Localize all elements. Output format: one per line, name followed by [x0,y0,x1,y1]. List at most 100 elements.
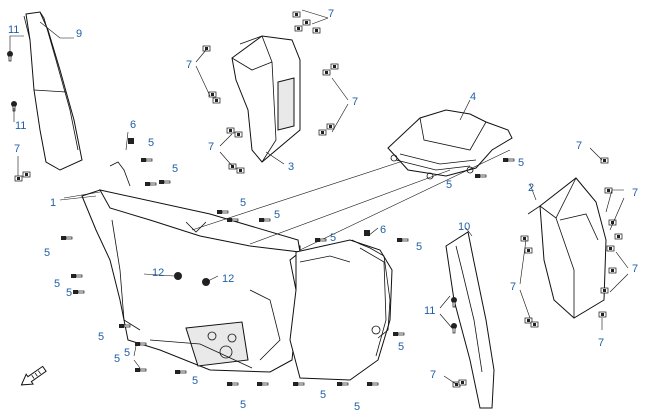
right-lower-panel [445,231,495,409]
rivet-glyph [451,297,457,308]
right-side-panel [527,177,607,319]
callout-part-5: 5 [148,137,154,149]
front-panel [81,189,301,373]
callout-part-5: 5 [240,399,246,411]
left-upper-cover [231,35,301,163]
clip-glyph [330,63,339,70]
callout-part-5: 5 [240,197,246,209]
callout-part-5: 5 [354,401,360,413]
screw-glyph [337,382,349,386]
callout-part-7: 7 [352,96,358,108]
screw-glyph [159,180,171,184]
callout-part-5: 5 [172,163,178,175]
screw-glyph [315,238,327,242]
clip-glyph [524,317,533,324]
callout-part-5: 5 [398,341,404,353]
cable-clip-left [109,138,134,187]
screw-glyph [135,342,147,346]
screw-glyph [503,158,515,162]
clip-glyph [600,157,609,164]
screw-glyph [257,382,269,386]
cable-clip-right [351,230,391,339]
callout-part-7: 7 [430,369,436,381]
callout-part-12: 12 [152,267,164,279]
screw-glyph [119,324,131,328]
callout-part-7: 7 [510,281,516,293]
screw-glyph [71,274,83,278]
screw-glyph [61,236,73,240]
callout-part-7: 7 [632,263,638,275]
clip-glyph [322,69,331,76]
front-arrow-icon [20,365,47,386]
callout-part-9: 9 [76,28,82,40]
clip-glyph [234,131,243,138]
screw-glyph [475,174,487,178]
clip-glyph [236,167,245,174]
clip-glyph [604,187,613,194]
clip-glyph [530,321,539,328]
screw-glyph [141,158,153,162]
callout-part-5: 5 [192,375,198,387]
callout-part-5: 5 [98,331,104,343]
screw-glyph [135,368,147,372]
rivet-glyph [7,51,13,62]
callout-part-11: 11 [424,305,435,317]
clip-glyph [598,311,607,318]
rivet-glyph [451,323,457,334]
screw-glyph [293,382,305,386]
clip-glyph [608,267,617,274]
callout-part-5: 5 [320,389,326,401]
callout-part-7: 7 [14,143,20,155]
callout-part-7: 7 [632,187,638,199]
clip-glyph [600,287,609,294]
callout-part-5: 5 [446,179,452,191]
callout-part-11: 11 [8,24,19,36]
screw-glyph [175,370,187,374]
callout-part-5: 5 [330,232,336,244]
callout-part-7: 7 [598,337,604,349]
clip-glyph [212,97,221,104]
grommet-left [174,272,182,280]
assembly-lines [59,149,511,251]
callout-part-7: 7 [186,59,192,71]
screw-glyph [227,218,239,222]
callouts: 11 9 11 7 7 7 7 7 3 4 6 5 5 1 5 5 5 5 7 … [8,8,638,413]
callout-part-6: 6 [380,224,386,236]
clip-glyph [226,127,235,134]
callout-part-12: 12 [222,273,234,285]
rear-rack-cover [387,109,513,180]
screw-glyph [259,218,271,222]
clip-glyph [614,233,623,240]
clip-glyph [14,175,23,182]
callout-part-7: 7 [576,140,582,152]
callout-part-7: 7 [328,8,334,20]
clip-glyph [318,129,327,136]
screw-glyph [227,382,239,386]
clip-glyph [22,171,31,178]
callout-part-1: 1 [50,197,56,209]
screw-glyph [145,182,157,186]
fastener-glyphs [7,11,623,388]
front-panel-right-section [289,239,393,381]
callout-part-5: 5 [274,209,280,221]
callout-part-2: 2 [528,182,534,194]
callout-part-6: 6 [130,119,136,131]
callout-part-3: 3 [288,161,294,173]
clip-glyph [302,19,311,26]
screw-glyph [397,238,409,242]
screw-glyph [367,382,379,386]
callout-part-11: 11 [15,120,26,132]
leader-lines [9,9,629,385]
clip-glyph [606,245,615,252]
screw-glyph [73,290,85,294]
clip-glyph [294,25,303,32]
clip-glyph [520,235,529,242]
clip-glyph [326,123,335,130]
clip-glyph [292,11,301,18]
callout-part-5: 5 [114,353,120,365]
callout-part-5: 5 [416,241,422,253]
clip-glyph [458,379,467,386]
callout-part-5: 5 [44,247,50,259]
clip-glyph [312,27,321,34]
